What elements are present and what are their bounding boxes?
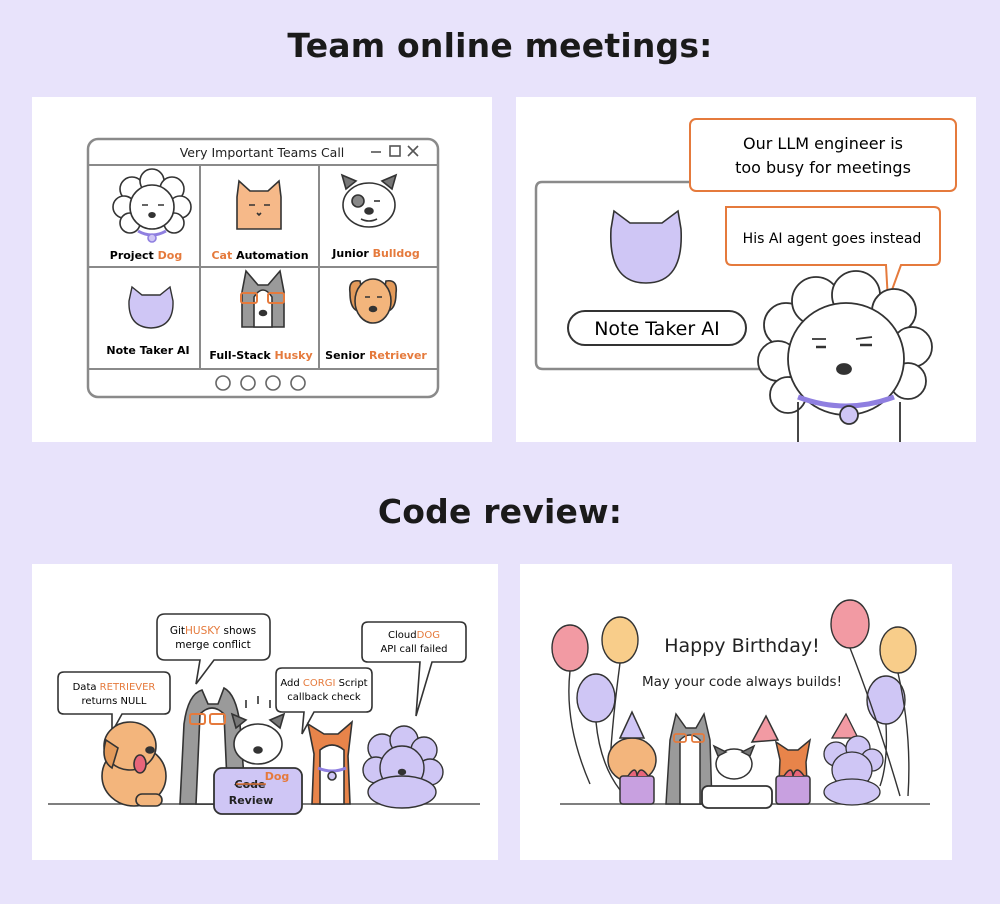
laptop-review: Review bbox=[229, 794, 274, 807]
corgi-dog bbox=[306, 720, 354, 805]
balloon-yellow-right bbox=[879, 626, 917, 674]
close-icon bbox=[407, 145, 419, 157]
svg-text:His AI agent goes instead: His AI agent goes instead bbox=[743, 231, 922, 247]
bubble-poodle-line1: CloudDOG bbox=[388, 630, 440, 641]
svg-text:too busy for meetings: too busy for meetings bbox=[735, 158, 911, 177]
laptop: Code Dog Review bbox=[213, 767, 303, 815]
bubble-husky bbox=[156, 613, 271, 685]
teams-call-panel: Very Important Teams Call Project Dog C bbox=[32, 97, 492, 442]
svg-text:returns NULL: returns NULL bbox=[82, 696, 147, 707]
birthday-title: Happy Birthday! bbox=[664, 635, 820, 657]
page-dots[interactable] bbox=[215, 375, 306, 391]
bubble-poodle bbox=[361, 621, 467, 717]
husky-avatar bbox=[240, 269, 285, 328]
corgi-party bbox=[750, 714, 812, 805]
husky-party bbox=[665, 711, 713, 805]
poodle-character bbox=[757, 270, 933, 442]
balloons-right bbox=[830, 599, 917, 797]
page-dot-4 bbox=[290, 375, 306, 391]
name-tag-text: Note Taker AI bbox=[594, 318, 720, 340]
bubble-corgi-line1: Add CORGI Script bbox=[280, 678, 367, 689]
window-controls[interactable] bbox=[371, 145, 419, 157]
speech-bubble-1 bbox=[689, 118, 957, 192]
svg-text:merge conflict: merge conflict bbox=[175, 639, 251, 651]
maximize-icon bbox=[389, 145, 401, 157]
bubble-retriever-line1: Data RETRIEVER bbox=[73, 682, 156, 693]
lavender-poodle-dog bbox=[362, 725, 444, 809]
page-dot-1 bbox=[215, 375, 231, 391]
svg-text:API call failed: API call failed bbox=[380, 644, 447, 655]
svg-text:Our LLM engineer is: Our LLM engineer is bbox=[743, 134, 903, 153]
cat-avatar bbox=[236, 179, 282, 230]
ai-cat-head bbox=[610, 209, 682, 284]
tile-label-full-stack-husky: Full-Stack Husky bbox=[209, 349, 312, 362]
balloon-lavender-right bbox=[866, 675, 906, 725]
balloons-left bbox=[551, 616, 639, 791]
birthday-panel: Happy Birthday! May your code always bui… bbox=[520, 564, 952, 860]
call-window-title: Very Important Teams Call bbox=[180, 145, 345, 160]
poodle-party bbox=[823, 712, 884, 806]
ai-agent-panel: Note Taker AI Our LLM engineer is too bu… bbox=[516, 97, 976, 442]
speech-bubble-2 bbox=[725, 206, 941, 302]
tile-label-junior-bulldog: Junior Bulldog bbox=[331, 247, 419, 260]
balloon-pink-left bbox=[551, 624, 589, 672]
bulldog-dog bbox=[230, 696, 286, 765]
teams-call-illustration: Very Important Teams Call Project Dog C bbox=[86, 137, 440, 399]
bulldog-avatar bbox=[340, 173, 398, 228]
bubble-retriever bbox=[57, 671, 171, 736]
balloon-lavender-left bbox=[576, 673, 616, 723]
ai-agent-illustration: Note Taker AI Our LLM engineer is too bu… bbox=[534, 118, 957, 442]
tile-label-senior-retriever: Senior Retriever bbox=[325, 349, 427, 362]
balloon-pink-right bbox=[830, 599, 870, 649]
name-tag bbox=[567, 310, 747, 346]
party-laptop bbox=[701, 785, 773, 809]
bubble-husky-line1: GitHUSKY shows bbox=[170, 625, 256, 637]
poodle-avatar bbox=[112, 168, 192, 243]
retriever-dog bbox=[101, 721, 167, 807]
page-dot-2 bbox=[240, 375, 256, 391]
laptop-insert: Dog bbox=[265, 770, 290, 783]
tile-label-note-taker: Note Taker AI bbox=[106, 344, 189, 357]
review-heading: Code review: bbox=[377, 492, 623, 531]
meetings-heading: Team online meetings: bbox=[287, 26, 713, 65]
tile-label-project-dog: Project Dog bbox=[110, 249, 182, 262]
tile-label-cat-automation: Cat Automation bbox=[211, 249, 308, 262]
code-review-illustration: Data RETRIEVER returns NULL GitHUSKY sho… bbox=[48, 613, 480, 815]
bulldog-party bbox=[712, 744, 756, 780]
svg-text:callback check: callback check bbox=[287, 692, 361, 703]
retriever-avatar bbox=[348, 278, 398, 324]
balloon-yellow-left bbox=[601, 616, 639, 664]
birthday-subtitle: May your code always builds! bbox=[642, 674, 842, 690]
birthday-illustration: Happy Birthday! May your code always bui… bbox=[551, 599, 930, 809]
bubble-corgi bbox=[275, 667, 373, 735]
ai-cat-avatar bbox=[128, 285, 174, 329]
code-review-panel: Data RETRIEVER returns NULL GitHUSKY sho… bbox=[32, 564, 498, 860]
retriever-party bbox=[607, 710, 657, 805]
page-dot-3 bbox=[265, 375, 281, 391]
